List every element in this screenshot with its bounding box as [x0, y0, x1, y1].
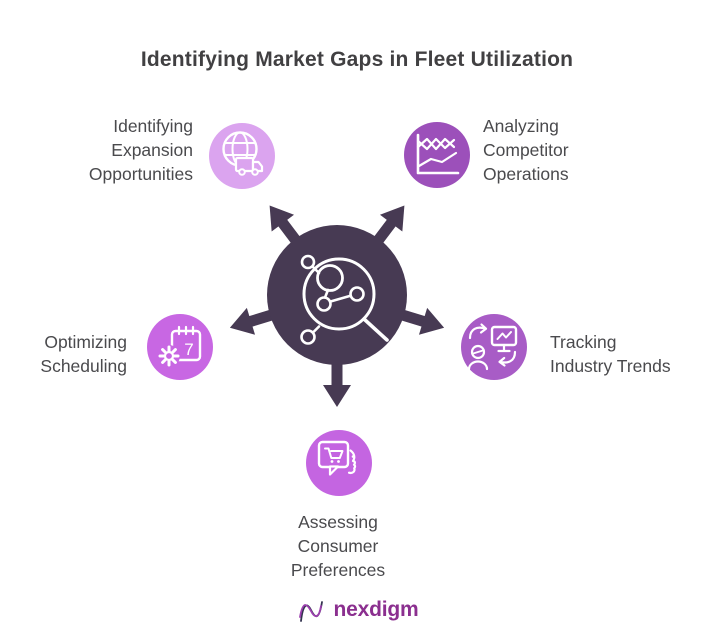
brand-logo: nexdigm — [0, 593, 714, 627]
node-industry-trends — [461, 314, 527, 380]
node-expansion-opportunities — [209, 123, 275, 189]
label-consumer-preferences: Assessing Consumer Preferences — [290, 512, 386, 580]
nexdigm-logo-mark-icon — [298, 601, 323, 622]
label-competitor-operations: Analyzing Competitor Operations — [483, 116, 569, 184]
chat-cart-face-icon — [317, 440, 357, 476]
hub-circle — [267, 225, 407, 365]
magnifier-network-icon — [300, 254, 389, 345]
label-industry-trends: Tracking Industry Trends — [550, 332, 671, 376]
node-optimizing-scheduling: 7 — [147, 314, 213, 380]
globe-truck-icon — [222, 131, 264, 176]
page-title: Identifying Market Gaps in Fleet Utiliza… — [140, 48, 574, 71]
calendar-gear-icon: 7 — [158, 325, 202, 367]
central-hub — [229, 205, 445, 407]
node-competitor-operations — [404, 122, 470, 188]
svg-text:7: 7 — [184, 340, 193, 359]
label-expansion-opportunities: Identifying Expansion Opportunities — [88, 116, 193, 184]
node-consumer-preferences — [306, 430, 372, 496]
person-monitor-cycle-icon — [467, 323, 518, 371]
line-chart-icon — [416, 133, 460, 175]
brand-wordmark: nexdigm — [333, 598, 419, 621]
label-optimizing-scheduling: Optimizing Scheduling — [40, 332, 127, 376]
